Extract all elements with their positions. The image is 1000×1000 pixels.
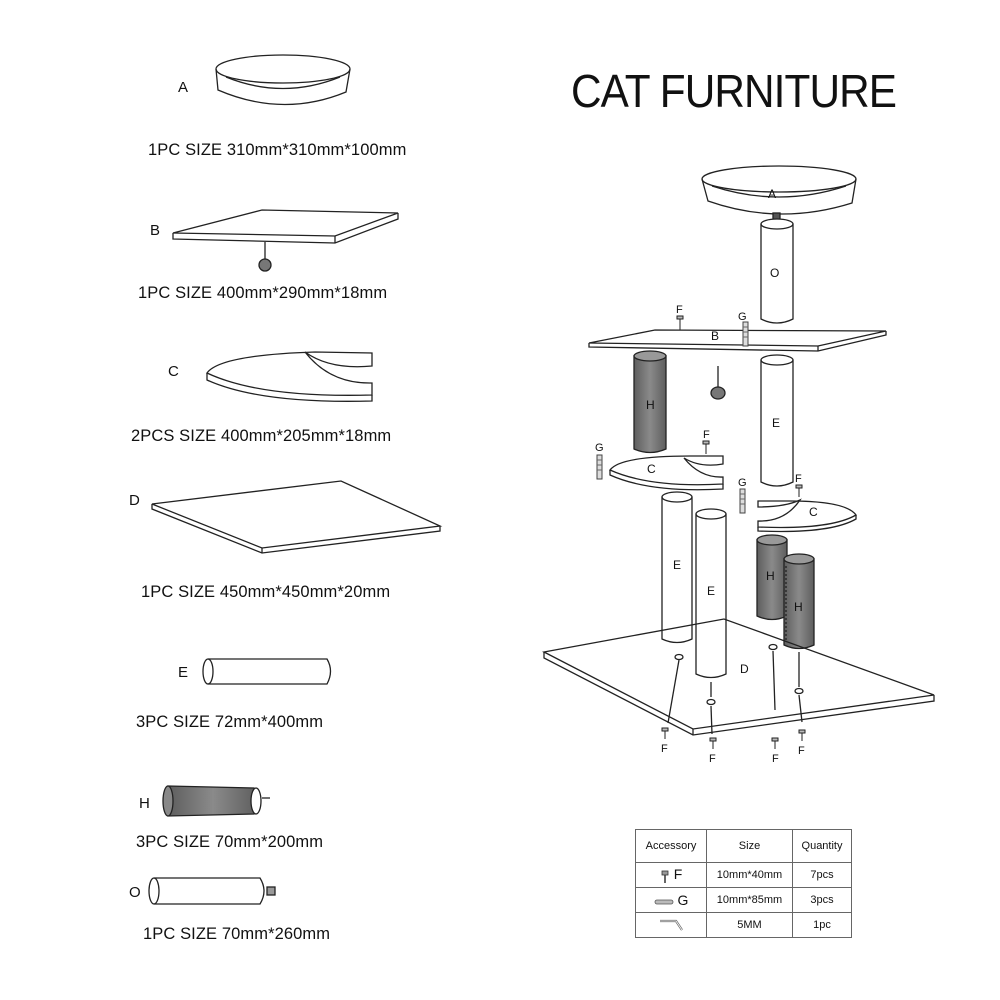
accessory-cell-key xyxy=(635,912,707,938)
assembly-label-h-lower-2: H xyxy=(794,600,803,614)
part-spec-h: 3PC SIZE 70mm*200mm xyxy=(136,833,324,851)
accessory-size-g: 10mm*85mm xyxy=(706,887,793,913)
assembly-label-e-lower-left: E xyxy=(673,558,681,572)
accessory-quantity-g: 3pcs xyxy=(792,887,852,913)
accessory-table: Accessory Size Quantity F 10mm*40mm 7pcs… xyxy=(635,829,852,938)
header-size: Size xyxy=(706,829,793,863)
assembly-label-f-3: F xyxy=(795,473,802,485)
part-b-platform-drawing xyxy=(172,209,399,272)
assembly-label-f-4: F xyxy=(661,743,668,755)
assembly-label-a: A xyxy=(768,187,776,201)
assembly-label-c-right: C xyxy=(809,505,818,519)
assembly-post-h-upper xyxy=(633,350,667,454)
part-spec-e: 3PC SIZE 72mm*400mm xyxy=(136,713,324,731)
assembly-halfmoon-c-left xyxy=(609,455,724,491)
assembly-label-g-1: G xyxy=(738,311,747,323)
assembly-post-o xyxy=(760,218,794,324)
assembly-label-f-1: F xyxy=(676,304,683,316)
assembly-label-h-lower-1: H xyxy=(766,569,775,583)
part-spec-a: 1PC SIZE 310mm*310mm*100mm xyxy=(148,141,407,159)
part-spec-b: 1PC SIZE 400mm*290mm*18mm xyxy=(138,284,388,302)
assembly-base-d xyxy=(542,618,935,736)
part-spec-c: 2PCS SIZE 400mm*205mm*18mm xyxy=(131,427,392,445)
assembly-label-e-upper: E xyxy=(772,416,780,430)
assembly-label-d: D xyxy=(740,662,749,676)
part-letter-h: H xyxy=(139,795,150,812)
part-o-post-drawing xyxy=(148,877,276,905)
assembly-post-e-lower-left xyxy=(661,491,693,644)
part-spec-d: 1PC SIZE 450mm*450mm*20mm xyxy=(141,583,391,601)
part-h-post-drawing xyxy=(162,785,270,817)
part-e-post-drawing xyxy=(202,658,332,685)
assembly-label-f-6: F xyxy=(772,753,779,765)
assembly-platform-b xyxy=(588,329,887,352)
assembly-post-e-upper xyxy=(760,354,794,487)
accessory-size-key: 5MM xyxy=(706,912,793,938)
assembly-label-f-5: F xyxy=(709,753,716,765)
header-quantity: Quantity xyxy=(792,829,852,863)
table-row: 5MM 1pc xyxy=(635,912,852,938)
assembly-label-o: O xyxy=(770,266,779,280)
part-letter-b: B xyxy=(150,222,161,239)
part-letter-d: D xyxy=(129,492,140,509)
part-spec-o: 1PC SIZE 70mm*260mm xyxy=(143,925,331,943)
assembly-label-b: B xyxy=(711,329,719,343)
header-accessory: Accessory xyxy=(635,829,707,863)
part-letter-c: C xyxy=(168,363,179,380)
table-row: G 10mm*85mm 3pcs xyxy=(635,887,852,913)
screw-icon xyxy=(661,870,669,883)
page-title: CAT FURNITURE xyxy=(571,65,897,117)
assembly-label-e-lower-middle: E xyxy=(707,584,715,598)
accessory-cell-g: G xyxy=(635,887,707,913)
assembly-label-g-2: G xyxy=(595,442,604,454)
assembly-post-e-lower-middle xyxy=(695,508,727,679)
part-c-halfmoon-drawing xyxy=(206,351,373,402)
assembly-label-f-7: F xyxy=(798,745,805,757)
assembly-post-h-lower-2 xyxy=(783,553,815,650)
assembly-post-h-lower-1 xyxy=(756,534,788,621)
assembly-label-f-2: F xyxy=(703,429,710,441)
part-letter-o: O xyxy=(129,884,141,901)
accessory-quantity-key: 1pc xyxy=(792,912,852,938)
part-a-basket-drawing xyxy=(215,54,351,106)
bolt-icon xyxy=(654,899,673,905)
accessory-letter-f: F xyxy=(673,866,683,883)
accessory-quantity-f: 7pcs xyxy=(792,862,852,888)
accessory-letter-g: G xyxy=(677,892,689,908)
part-letter-a: A xyxy=(178,79,189,96)
accessory-cell-f: F xyxy=(635,862,707,888)
assembly-label-h-upper: H xyxy=(646,398,655,412)
assembly-halfmoon-c-right xyxy=(757,498,857,533)
allen-key-icon xyxy=(660,919,683,931)
assembly-basket-a xyxy=(701,165,857,215)
accessory-table-header: Accessory Size Quantity xyxy=(635,829,852,863)
part-d-base-drawing xyxy=(151,480,443,554)
table-row: F 10mm*40mm 7pcs xyxy=(635,862,852,888)
part-letter-e: E xyxy=(178,664,189,681)
assembly-label-c-left: C xyxy=(647,462,656,476)
accessory-size-f: 10mm*40mm xyxy=(706,862,793,888)
assembly-label-g-3: G xyxy=(738,477,747,489)
